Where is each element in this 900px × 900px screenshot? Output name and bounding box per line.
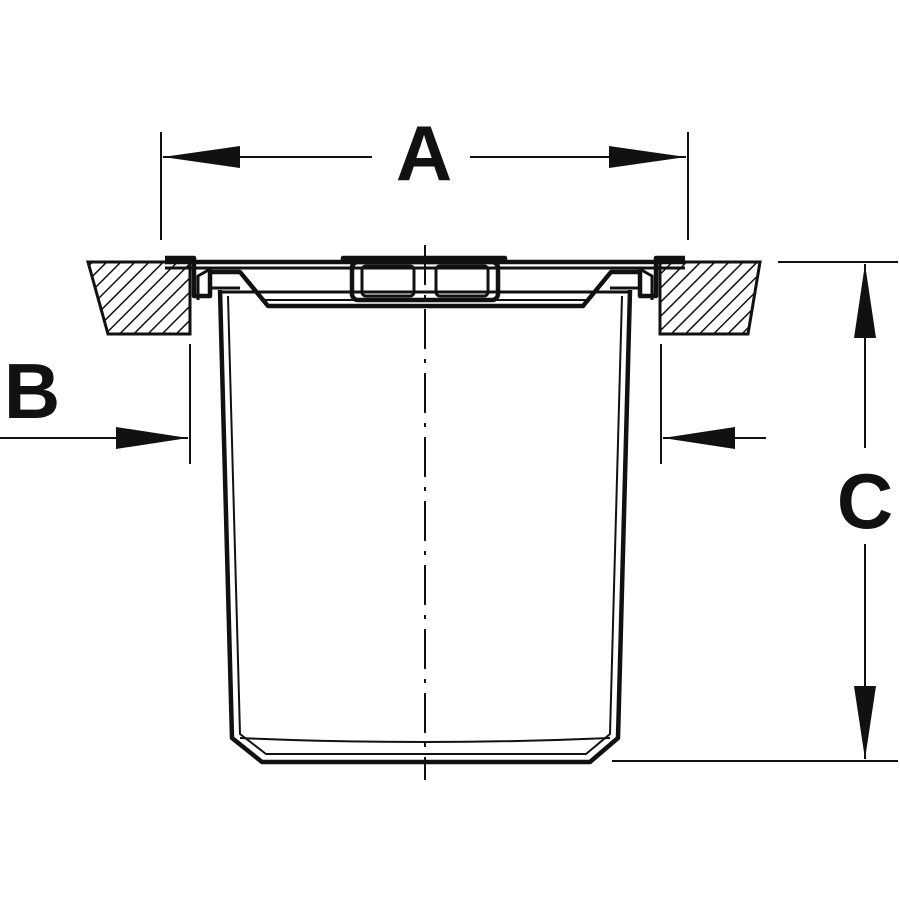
worktop-right-section xyxy=(658,260,762,336)
dimension-a xyxy=(160,132,689,240)
dimension-c xyxy=(612,261,898,762)
dimension-c-label: C xyxy=(837,457,893,545)
worktop-left-section xyxy=(86,260,192,336)
dimension-a-label: A xyxy=(396,109,452,197)
dimension-b-label: B xyxy=(4,347,60,435)
dimension-b xyxy=(0,344,766,464)
worktop xyxy=(86,260,762,336)
